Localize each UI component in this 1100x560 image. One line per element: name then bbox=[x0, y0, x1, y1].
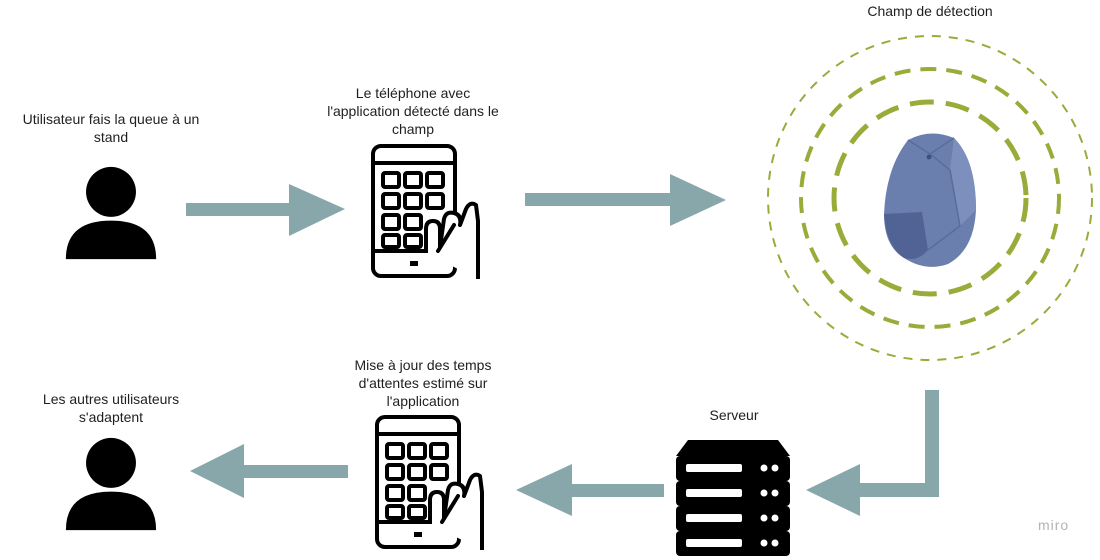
label-wait-time-update: Mise à jour des temps d'attentes estimé … bbox=[354, 357, 492, 409]
label-detection-field: Champ de détection bbox=[867, 3, 993, 19]
detection-field bbox=[767, 35, 1093, 361]
arrow-phone-to-users bbox=[190, 444, 348, 498]
label-other-users: Les autres utilisateurs s'adaptent bbox=[42, 391, 180, 425]
label-user-queue: Utilisateur fais la queue à un stand bbox=[22, 111, 200, 145]
user-icon bbox=[65, 166, 157, 260]
arrow-user-to-phone bbox=[186, 184, 345, 236]
miro-watermark: miro bbox=[1038, 517, 1070, 533]
user-icon bbox=[65, 437, 157, 531]
smartphone-hand-icon bbox=[371, 144, 480, 279]
arrow-phone-to-field bbox=[525, 174, 726, 226]
smartphone-hand-icon bbox=[375, 415, 484, 550]
label-phone-detected: Le téléphone avec l'application détecté … bbox=[327, 85, 499, 137]
label-server: Serveur bbox=[709, 407, 759, 423]
arrow-field-to-server bbox=[806, 390, 939, 516]
beacon-icon bbox=[884, 133, 976, 267]
server-icon bbox=[676, 440, 790, 556]
arrow-server-to-phone bbox=[516, 464, 664, 516]
